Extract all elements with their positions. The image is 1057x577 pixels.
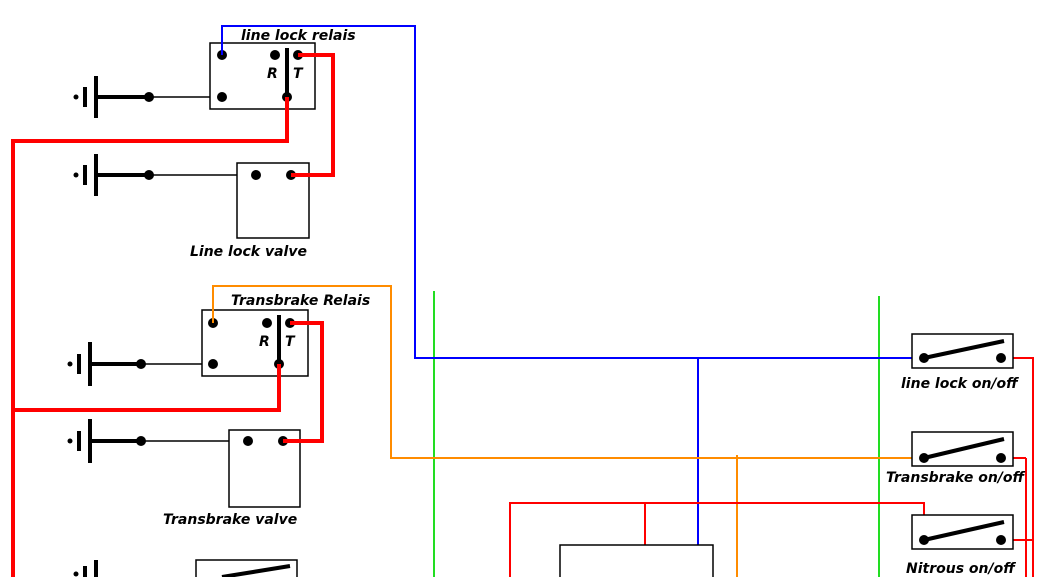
transbrake-relay-t-label: T — [285, 334, 296, 350]
transbrake-relay-r-label: R — [259, 334, 270, 350]
ground-symbol-5 — [73, 560, 98, 577]
nitrous-on-off-label: Nitrous on/off — [906, 561, 1016, 577]
transbrake-on-off-switch[interactable] — [911, 431, 1014, 467]
line-lock-relay-t-label: T — [293, 66, 304, 82]
nitrous-on-off-switch[interactable] — [911, 514, 1014, 550]
line-lock-signal-wire — [221, 25, 924, 545]
ground-symbol-3 — [67, 342, 146, 386]
transbrake-signal-wire — [212, 285, 924, 577]
line-lock-valve-label: Line lock valve — [190, 244, 307, 260]
ground-symbol-4 — [67, 419, 146, 463]
power-wire-left — [11, 53, 335, 577]
line-lock-relais-label: line lock relais — [241, 28, 356, 44]
line-lock-relay-r-label: R — [267, 66, 278, 82]
transbrake-relais-label: Transbrake Relais — [231, 293, 370, 309]
ground-symbol-2 — [73, 154, 154, 196]
bottom-switch-component — [195, 559, 298, 577]
line-lock-on-off-switch[interactable] — [911, 333, 1014, 369]
line-lock-on-off-label: line lock on/off — [901, 376, 1019, 392]
transbrake-on-off-label: Transbrake on/off — [886, 470, 1026, 486]
ground-symbol-1 — [73, 76, 154, 118]
center-control-box — [559, 544, 714, 577]
line-lock-valve — [236, 162, 310, 239]
transbrake-valve-label: Transbrake valve — [163, 512, 297, 528]
